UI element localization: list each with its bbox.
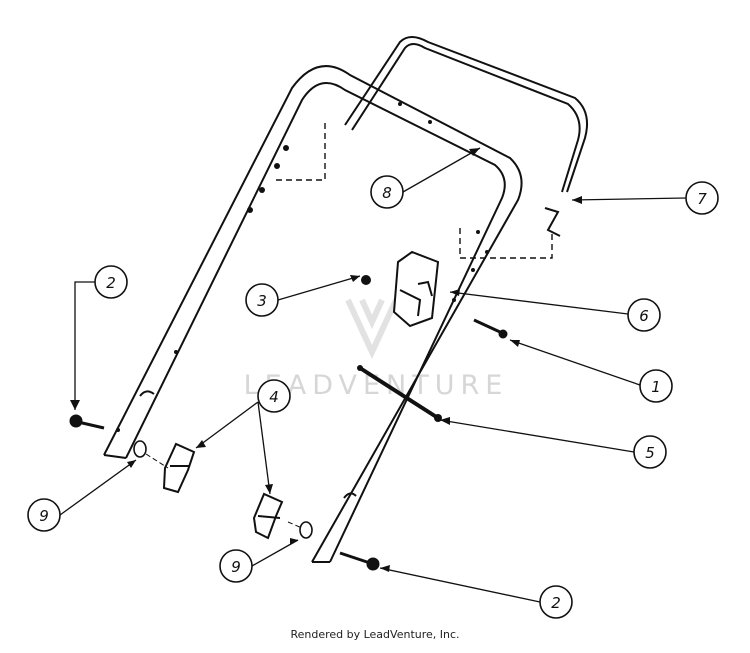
svg-text:1: 1 [651, 378, 661, 396]
callout-8: 8 [370, 175, 404, 209]
callout-2: 2 [94, 265, 128, 299]
callout-3: 3 [245, 283, 279, 317]
callout-6: 6 [627, 298, 661, 332]
callout-9: 9 [27, 498, 61, 532]
bolt-item-1 [473, 318, 508, 339]
callout-9: 9 [219, 549, 253, 583]
carriage-bolts [69, 414, 380, 571]
svg-text:6: 6 [639, 307, 649, 325]
svg-text:2: 2 [106, 274, 116, 292]
cable-guide [392, 250, 440, 328]
callout-1: 1 [639, 369, 673, 403]
svg-text:9: 9 [39, 507, 49, 525]
washers [133, 440, 313, 539]
callout-2: 2 [539, 585, 573, 619]
frame-dots [116, 102, 489, 432]
wing-knobs [162, 442, 284, 540]
svg-text:3: 3 [257, 292, 267, 310]
svg-text:2: 2 [551, 594, 561, 612]
svg-text:8: 8 [382, 184, 392, 202]
svg-text:4: 4 [269, 388, 279, 406]
leader-arrowheads [70, 148, 582, 572]
svg-text:9: 9 [231, 558, 241, 576]
callout-7: 7 [685, 181, 719, 215]
upper-handle-frame [103, 65, 523, 563]
svg-text:7: 7 [697, 190, 707, 208]
watermark-logo [345, 298, 399, 360]
svg-text:5: 5 [645, 444, 655, 462]
dashed-brackets [276, 120, 553, 259]
leader-lines [59, 147, 687, 603]
nut-item-3 [361, 275, 371, 285]
rendered-by-credit: Rendered by LeadVenture, Inc. [290, 628, 460, 641]
callout-4: 4 [257, 379, 291, 413]
washer-axis-lines [145, 453, 303, 529]
callout-5: 5 [633, 435, 667, 469]
control-bail [344, 36, 588, 237]
